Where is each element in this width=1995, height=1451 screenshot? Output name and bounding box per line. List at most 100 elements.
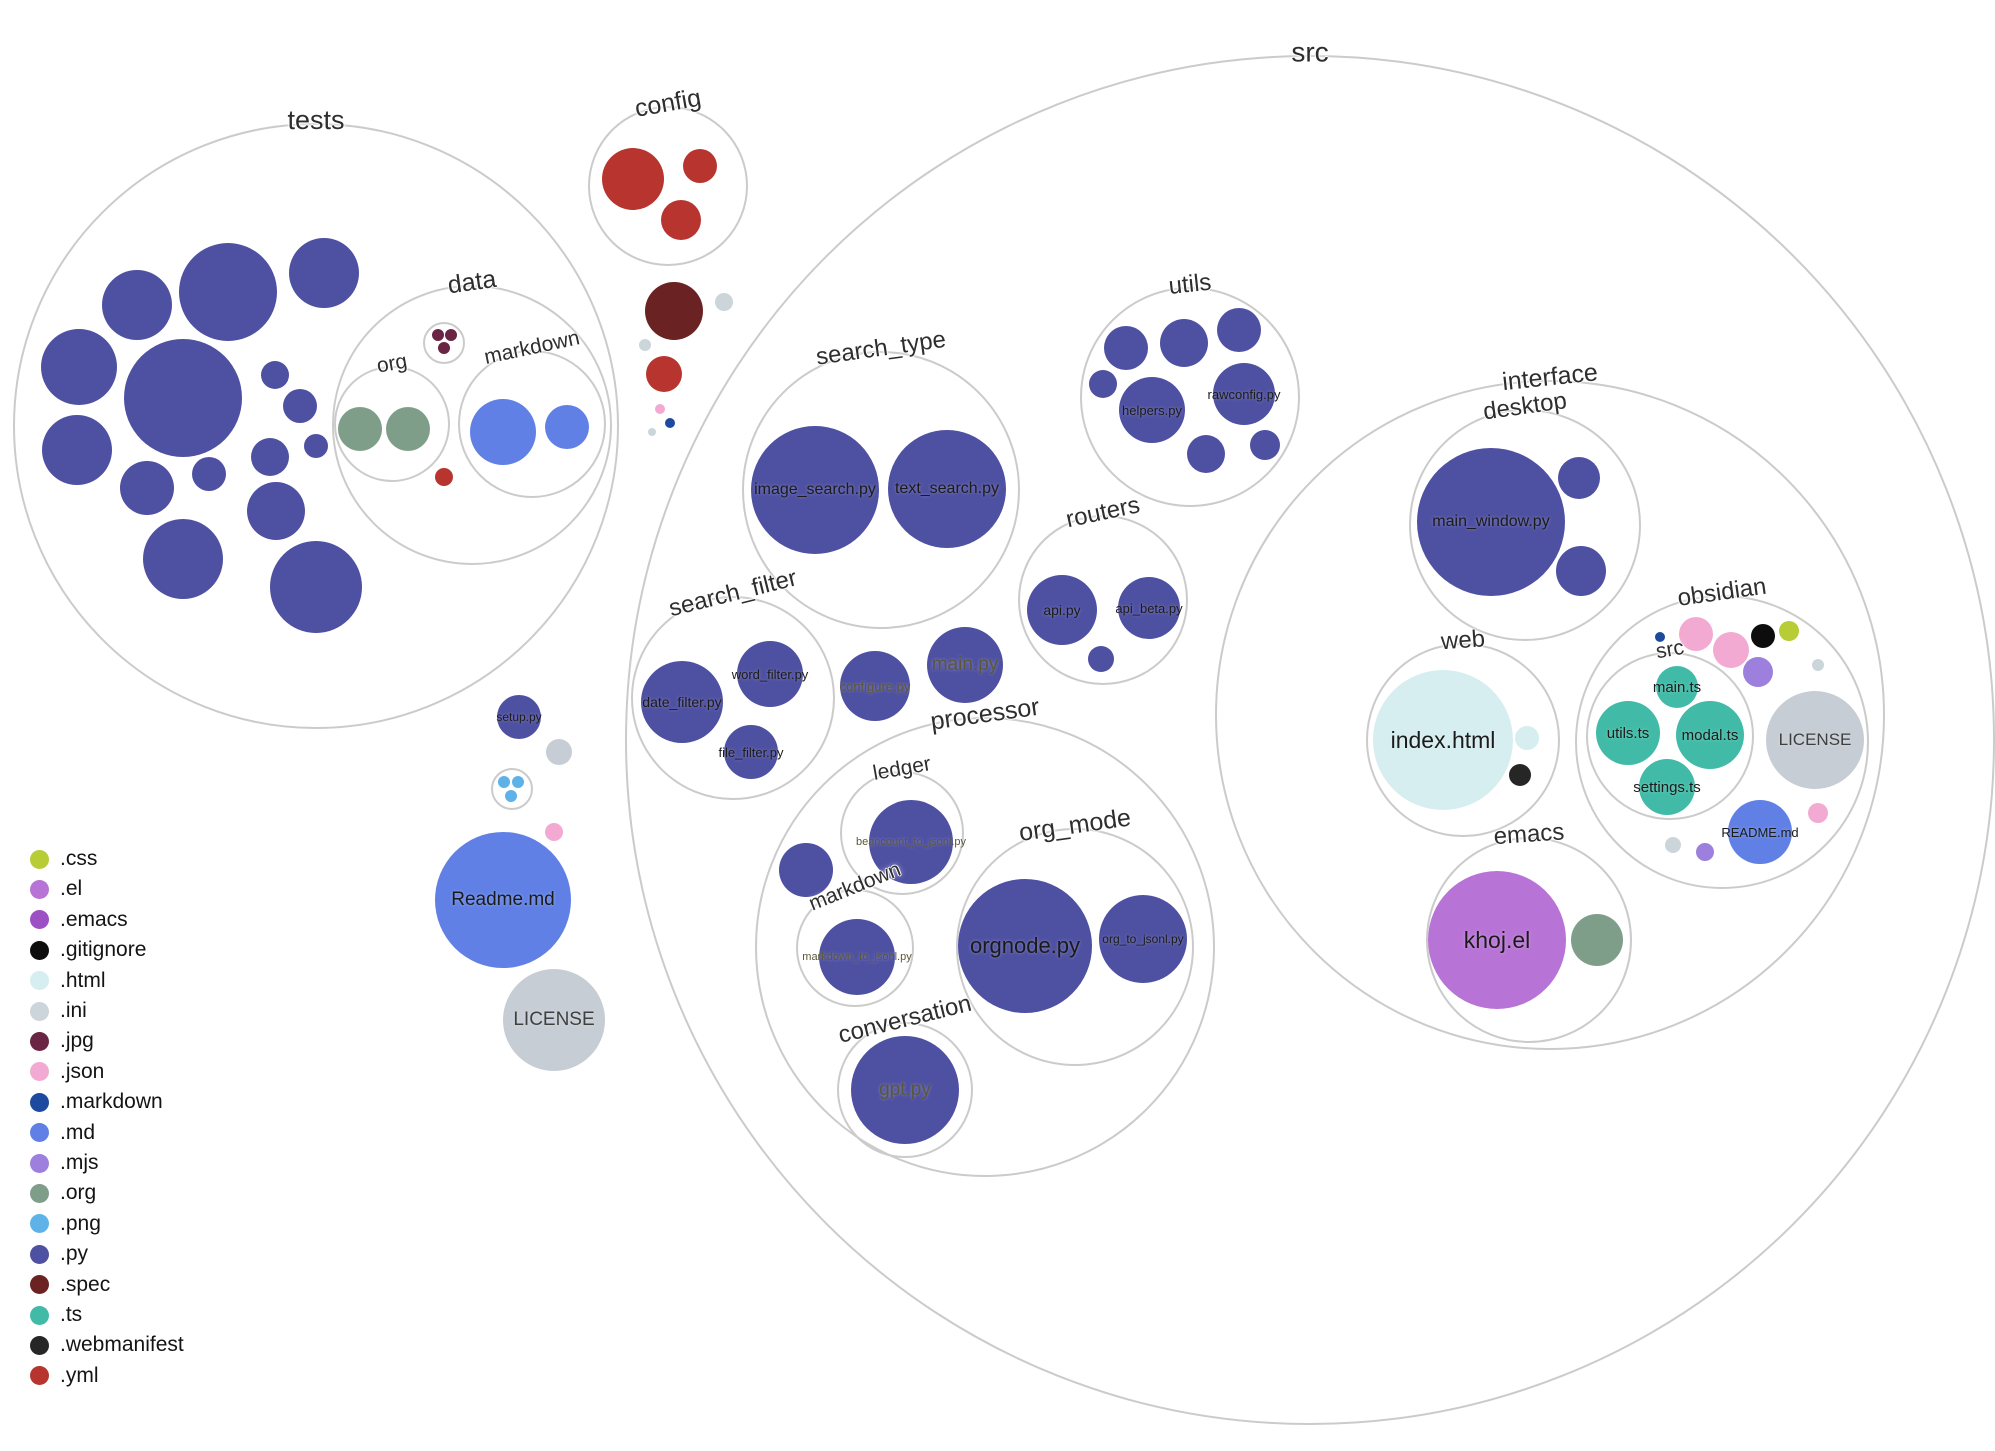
file-utils-ts: utils.ts	[1596, 701, 1660, 765]
file-processor-py-1	[779, 843, 833, 897]
file-utils-py-2	[1160, 319, 1208, 367]
file-license-obsidian: LICENSE	[1766, 691, 1864, 789]
legend-label-el: .el	[60, 877, 83, 901]
file-tests-py-6	[261, 361, 289, 389]
file-routers-py-1	[1088, 646, 1114, 672]
folder-interface-web	[1366, 643, 1560, 837]
folder-processor-conversation	[837, 1022, 973, 1158]
file-readme-md-obsidian: README.md	[1721, 800, 1799, 864]
legend-swatch-png-icon	[30, 1214, 49, 1234]
file-rawconfig-py: rawconfig.py	[1208, 363, 1281, 425]
legend-swatch-py-icon	[30, 1244, 49, 1264]
file-label-text-search-py: text_search.py	[894, 480, 1000, 497]
file-beancount-to-jsonl-py: beancount_to_jsonl.py	[856, 800, 966, 884]
file-tests-py-7	[283, 389, 317, 423]
file-label-word-filter-py: word_filter.py	[731, 666, 809, 682]
folder-processor-org_mode	[956, 828, 1194, 1066]
legend-swatch-markdown-icon	[30, 1092, 49, 1112]
file-label-orgnode-py: orgnode.py	[969, 933, 1081, 958]
file-obsidian-markdown	[1655, 632, 1665, 642]
file-orgnode-py: orgnode.py	[958, 879, 1092, 1013]
file-label-beancount-to-jsonl-py: beancount_to_jsonl.py	[855, 836, 967, 848]
file-utils-py-4	[1089, 370, 1117, 398]
legend-swatch-org-icon	[30, 1183, 49, 1203]
legend-item-mjs: .mjs	[30, 1151, 99, 1175]
file-label-api-beta-py: api_beta.py	[1115, 600, 1183, 616]
file-index-html: index.html	[1373, 670, 1513, 810]
file-root-spec	[645, 282, 703, 340]
file-root-ini-2	[639, 339, 651, 351]
file-tests-py-9	[120, 461, 174, 515]
folder-interface-obsidian	[1575, 595, 1869, 889]
file-readme-md: Readme.md	[435, 832, 571, 968]
legend-item-markdown: .markdown	[30, 1090, 163, 1114]
file-text-search-py: text_search.py	[888, 430, 1006, 548]
legend-swatch-json-icon	[30, 1062, 49, 1082]
file-org-to-jsonl-py: org_to_jsonl.py	[1099, 895, 1187, 983]
file-tests-py-1	[102, 270, 172, 340]
legend-label-ini: .ini	[60, 999, 87, 1022]
file-obsidian-json-3	[1808, 803, 1828, 823]
folder-search_filter	[631, 596, 835, 800]
file-tests-py-13	[143, 519, 223, 599]
file-label-setup-py: setup.py	[496, 710, 542, 724]
file-tests-py-5	[124, 339, 242, 457]
file-desktop-py-1	[1558, 457, 1600, 499]
legend-label-css: .css	[60, 847, 98, 870]
legend-swatch-mjs-icon	[30, 1153, 49, 1173]
legend-label-markdown: .markdown	[60, 1090, 163, 1114]
file-date-filter-py: date_filter.py	[641, 661, 723, 743]
file-data-md-file-1	[470, 399, 536, 465]
file-label-configure-py: configure.py	[839, 678, 911, 694]
legend-item-css: .css	[30, 847, 97, 871]
folder-interface-emacs	[1426, 837, 1632, 1043]
file-label-main-py: main.py	[931, 654, 999, 675]
file-tests-py-12	[304, 434, 328, 458]
file-label-main-ts: main.ts	[1652, 678, 1702, 696]
file-config-yml-1	[602, 148, 664, 210]
folder-label-src: src	[1291, 36, 1329, 68]
file-utils-py-6	[1250, 430, 1280, 460]
legend-label-json: .json	[60, 1059, 105, 1083]
legend-swatch-el-icon	[30, 879, 49, 899]
folder-data	[332, 285, 612, 565]
file-tests-py-15	[270, 541, 362, 633]
legend-swatch-jpg-icon	[30, 1031, 49, 1051]
file-configure-py: configure.py	[840, 651, 910, 721]
file-root-png-1	[498, 776, 510, 788]
legend-item-webmanifest: .webmanifest	[30, 1333, 184, 1357]
file-web-html-2	[1515, 726, 1539, 750]
legend-item-py: .py	[30, 1242, 88, 1266]
folder-config	[588, 106, 748, 266]
file-label-settings-ts: settings.ts	[1633, 778, 1701, 796]
legend-item-json: .json	[30, 1060, 104, 1084]
folder-obsidian-src	[1586, 652, 1754, 820]
file-label-readme-md-obsidian: README.md	[1721, 824, 1799, 840]
file-data-jpg-2	[445, 329, 457, 341]
folder-data-images	[423, 322, 465, 364]
file-modal-ts: modal.ts	[1676, 701, 1744, 769]
file-config-yml-3	[661, 200, 701, 240]
legend-swatch-gitignore-icon	[30, 940, 49, 960]
file-label-file-filter-py: file_filter.py	[718, 744, 784, 760]
file-root-json-2	[545, 823, 563, 841]
file-label-api-py: api.py	[1043, 602, 1081, 618]
file-config-yml-2	[683, 149, 717, 183]
file-label-modal-ts: modal.ts	[1681, 726, 1739, 744]
legend-label-webmanifest: .webmanifest	[60, 1333, 184, 1357]
folder-root-images	[491, 768, 533, 810]
legend-item-md: .md	[30, 1121, 95, 1145]
legend-item-png: .png	[30, 1212, 101, 1236]
legend-item-ini: .ini	[30, 999, 87, 1023]
file-image-search-py: image_search.py	[751, 426, 879, 554]
file-root-png-3	[505, 790, 517, 802]
legend-label-gitignore: .gitignore	[60, 938, 147, 962]
file-main-py: main.py	[927, 627, 1003, 703]
legend-label-png: .png	[60, 1211, 101, 1235]
file-label-utils-ts: utils.ts	[1606, 724, 1650, 742]
file-tests-py-2	[179, 243, 277, 341]
legend-swatch-html-icon	[30, 971, 49, 991]
file-obsidian-json-2	[1713, 632, 1749, 668]
file-label-main-window-py: main_window.py	[1432, 513, 1550, 530]
